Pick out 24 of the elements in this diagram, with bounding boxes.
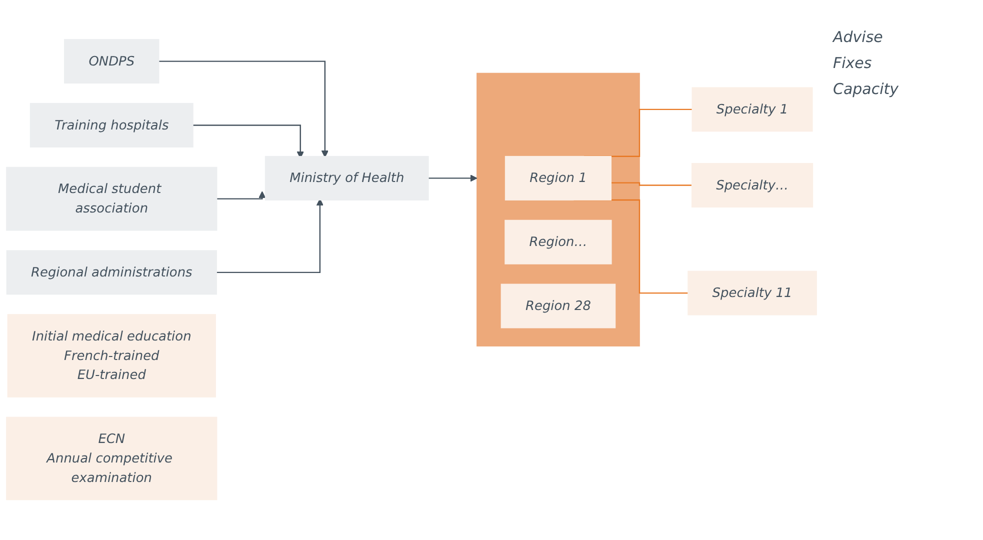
node-box: ONDPS <box>64 39 160 84</box>
connector <box>584 109 693 158</box>
node-box: Initial medical education French-trained EU-trained <box>7 314 216 398</box>
node-box: Specialty 1 <box>692 88 813 132</box>
node-box: Regional administrations <box>6 250 217 296</box>
note-text: Fixes <box>833 54 873 72</box>
arrow <box>428 175 478 182</box>
arrow <box>158 61 328 158</box>
node-box: Specialty 11 <box>688 271 817 316</box>
arrow <box>216 192 266 200</box>
node-box: Training hospitals <box>30 103 194 148</box>
note-text: Advise <box>833 28 884 46</box>
node-box: ECN Annual competitive examination <box>6 417 218 501</box>
node-box: Specialty… <box>691 163 814 208</box>
node-box: Region… <box>504 220 612 265</box>
cluster <box>476 73 640 347</box>
connector <box>611 182 692 186</box>
node-box: Medical student association <box>6 167 218 232</box>
node-box: Ministry of Health <box>264 156 429 201</box>
arrow <box>216 199 324 274</box>
arrow <box>192 125 304 159</box>
node-box: Region 28 <box>500 284 616 329</box>
node-box: Region 1 <box>504 156 612 201</box>
note-text: Capacity <box>833 80 900 98</box>
